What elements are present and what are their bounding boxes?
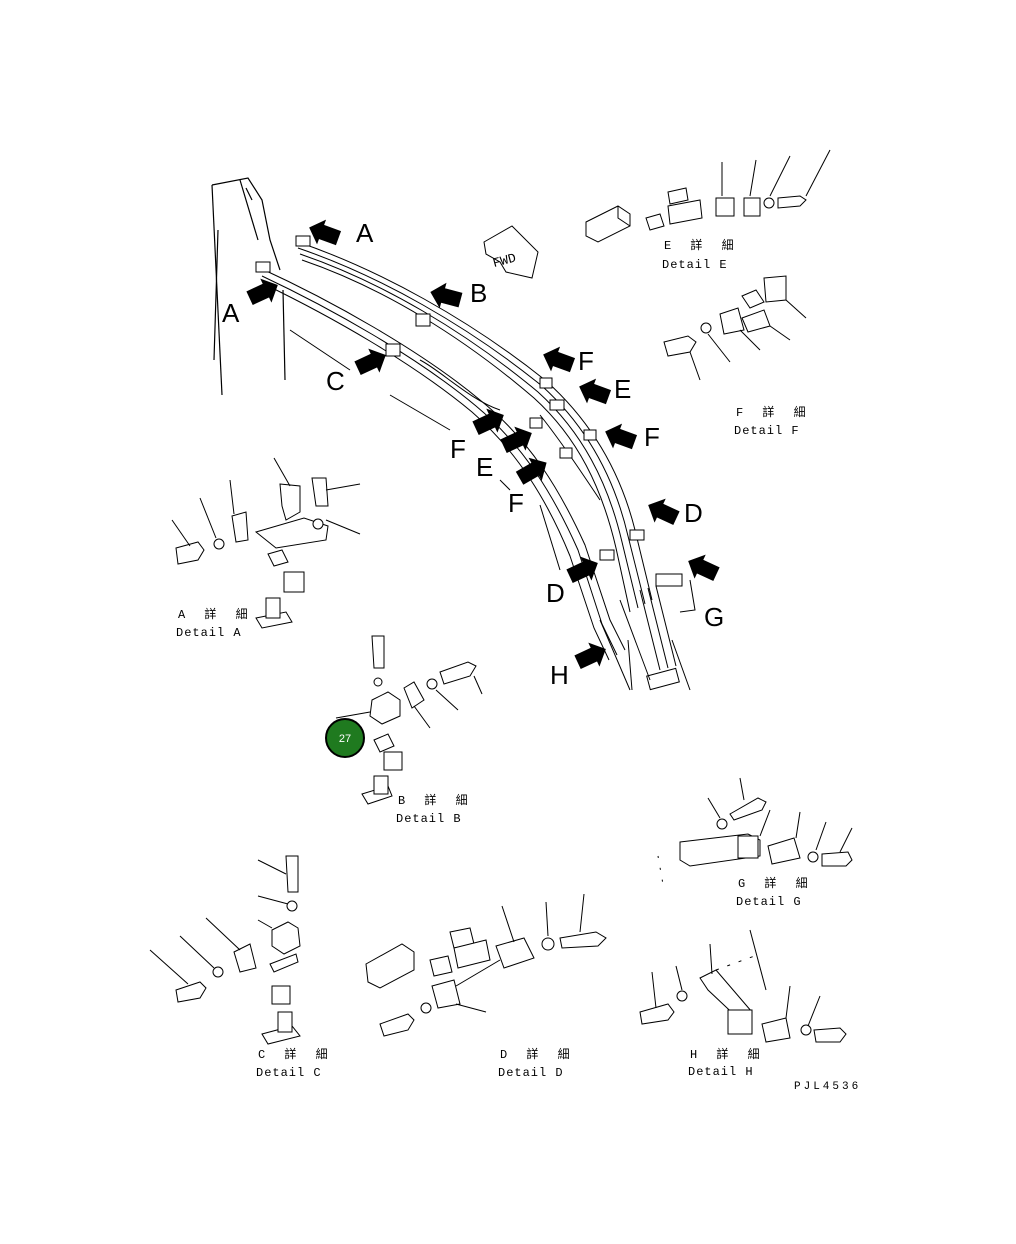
callout-arrow bbox=[605, 423, 638, 450]
detail-en-label: Detail G bbox=[736, 895, 802, 909]
callout-arrow bbox=[430, 282, 463, 309]
callout-arrow bbox=[688, 554, 720, 582]
callout-arrow bbox=[246, 278, 278, 306]
callout-letter: B bbox=[470, 278, 487, 308]
detail-c-label: C 詳 細 Detail C bbox=[256, 1046, 334, 1080]
callout-arrow bbox=[472, 408, 504, 436]
callout-letter: F bbox=[644, 422, 660, 452]
callout-letter: F bbox=[450, 434, 466, 464]
boom-outline bbox=[211, 177, 286, 396]
detail-jp-label: D 詳 細 bbox=[500, 1046, 576, 1062]
part-code: PJL4536 bbox=[794, 1081, 861, 1093]
callout-letter: F bbox=[578, 346, 594, 376]
detail-en-label: Detail D bbox=[498, 1066, 564, 1080]
detail-en-label: Detail C bbox=[256, 1066, 322, 1080]
detail-f-drawing bbox=[663, 275, 807, 381]
detail-a-label: A 詳 細 Detail A bbox=[176, 606, 254, 640]
detail-b-label: B 詳 細 Detail B bbox=[396, 792, 474, 826]
detail-c-drawing bbox=[149, 855, 301, 1045]
part-hotspot-badge[interactable]: 27 bbox=[325, 718, 365, 758]
callout-letter: E bbox=[614, 374, 631, 404]
detail-jp-label: F 詳 細 bbox=[736, 404, 812, 420]
detail-h-label: H 詳 細 Detail H bbox=[688, 1046, 766, 1079]
callout-letter: A bbox=[222, 298, 240, 328]
callout-letters: A A B C F E F F E F D D G H bbox=[222, 218, 724, 690]
callout-letter: G bbox=[704, 602, 724, 632]
callout-arrow bbox=[648, 498, 680, 526]
hose-ends bbox=[619, 579, 696, 691]
detail-jp-label: E 詳 細 bbox=[664, 237, 740, 253]
detail-e-drawing bbox=[585, 149, 831, 243]
detail-f-label: F 詳 細 Detail F bbox=[734, 404, 812, 438]
detail-g-drawing bbox=[657, 777, 853, 891]
leader-lines bbox=[289, 329, 691, 691]
callout-arrow bbox=[543, 346, 576, 373]
fwd-arrow-sign: FWD bbox=[483, 225, 539, 279]
detail-jp-label: B 詳 細 bbox=[398, 792, 474, 808]
lower-hose-bundle bbox=[259, 267, 626, 661]
detail-h-drawing bbox=[639, 929, 847, 1043]
callout-letter: F bbox=[508, 488, 524, 518]
callout-arrow bbox=[566, 556, 598, 584]
callout-arrows bbox=[246, 219, 720, 670]
detail-jp-label: H 詳 細 bbox=[690, 1046, 766, 1062]
callout-letter: A bbox=[356, 218, 374, 248]
callout-arrow bbox=[515, 457, 547, 485]
callout-letter: H bbox=[550, 660, 569, 690]
detail-en-label: Detail A bbox=[176, 626, 242, 640]
detail-en-label: Detail E bbox=[662, 258, 728, 272]
detail-jp-label: G 詳 細 bbox=[738, 875, 814, 891]
callout-arrow bbox=[574, 642, 606, 670]
callout-arrow bbox=[354, 348, 386, 376]
hotspot-number: 27 bbox=[339, 733, 351, 745]
callout-arrow bbox=[579, 378, 612, 405]
fwd-label: FWD bbox=[491, 250, 518, 271]
boom-clamps bbox=[255, 235, 683, 587]
detail-en-label: Detail B bbox=[396, 812, 462, 826]
detail-jp-label: A 詳 細 bbox=[178, 606, 254, 622]
callout-letter: C bbox=[326, 366, 345, 396]
detail-g-label: G 詳 細 Detail G bbox=[736, 875, 814, 909]
detail-en-label: Detail F bbox=[734, 424, 800, 438]
callout-letter: E bbox=[476, 452, 493, 482]
detail-b-drawing bbox=[335, 635, 483, 805]
callout-letter: D bbox=[546, 578, 565, 608]
detail-e-label: E 詳 細 Detail E bbox=[662, 237, 740, 272]
detail-d-drawing bbox=[365, 893, 607, 1037]
callout-letter: D bbox=[684, 498, 703, 528]
detail-d-label: D 詳 細 Detail D bbox=[498, 1046, 576, 1080]
detail-en-label: Detail H bbox=[688, 1065, 754, 1079]
callout-arrow bbox=[500, 426, 532, 454]
callout-arrow bbox=[309, 219, 342, 246]
detail-a-drawing bbox=[171, 457, 361, 629]
detail-jp-label: C 詳 細 bbox=[258, 1046, 334, 1062]
